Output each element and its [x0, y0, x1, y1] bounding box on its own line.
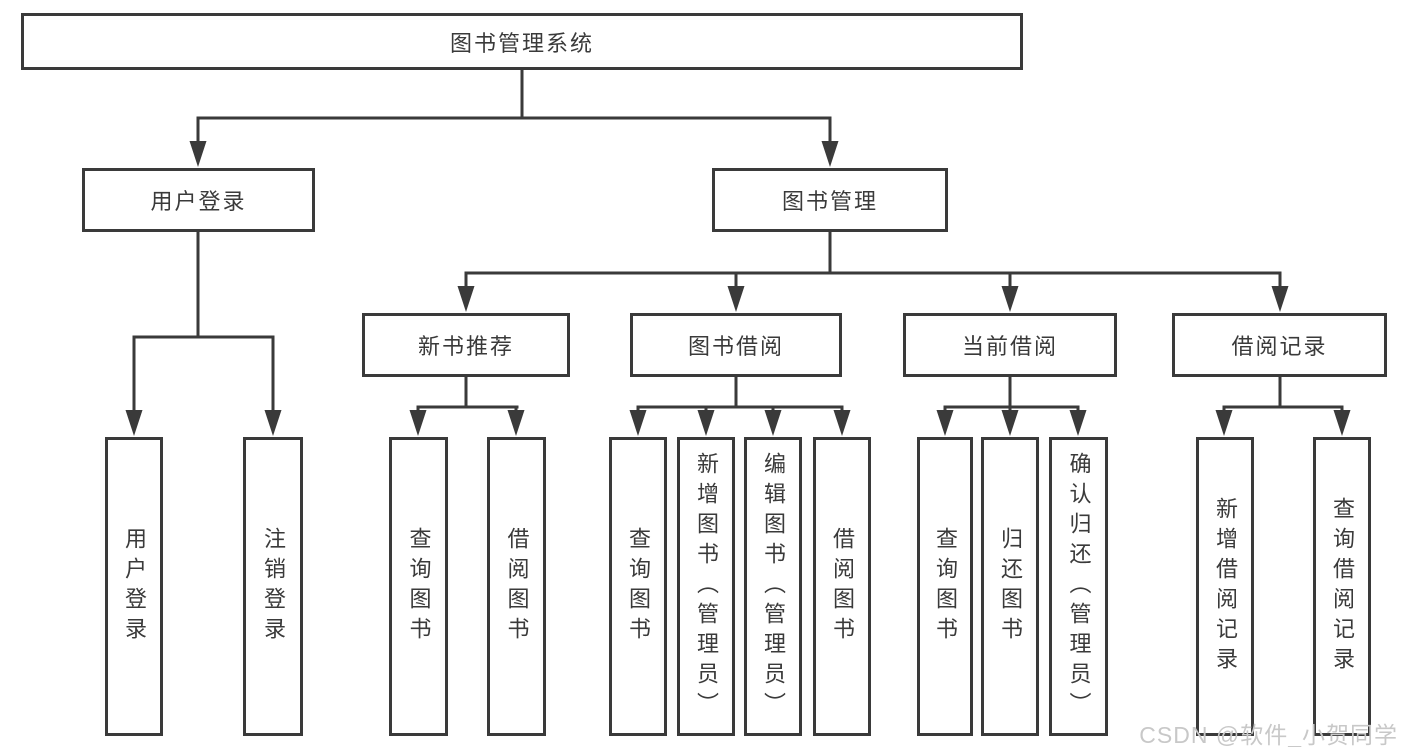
leaf-user-login: 用户登录 — [105, 437, 163, 736]
leaf-borrowing-query-books: 查询图书 — [609, 437, 667, 736]
leaf-current-query-books: 查询图书 — [917, 437, 973, 736]
node-user-login: 用户登录 — [82, 168, 315, 232]
node-borrowing-records: 借阅记录 — [1172, 313, 1387, 377]
leaf-recommend-query-books: 查询图书 — [389, 437, 448, 736]
leaf-borrowing-edit-books-admin: 编辑图书（管理员） — [744, 437, 802, 736]
node-current-borrowing: 当前借阅 — [903, 313, 1117, 377]
leaf-logout: 注销登录 — [243, 437, 303, 736]
leaf-borrowing-borrow-books: 借阅图书 — [813, 437, 871, 736]
leaf-borrowing-add-books-admin: 新增图书（管理员） — [677, 437, 735, 736]
node-root: 图书管理系统 — [21, 13, 1023, 70]
node-book-management: 图书管理 — [712, 168, 948, 232]
leaf-recommend-borrow-books: 借阅图书 — [487, 437, 546, 736]
node-new-book-recommend: 新书推荐 — [362, 313, 570, 377]
watermark: CSDN @软件_小贺同学 — [1139, 722, 1398, 747]
leaf-records-add-borrow-record: 新增借阅记录 — [1196, 437, 1254, 736]
leaf-current-return-books: 归还图书 — [981, 437, 1039, 736]
node-book-borrowing: 图书借阅 — [630, 313, 842, 377]
leaf-current-confirm-return-admin: 确认归还（管理员） — [1049, 437, 1108, 736]
leaf-records-query-borrow-record: 查询借阅记录 — [1313, 437, 1371, 736]
